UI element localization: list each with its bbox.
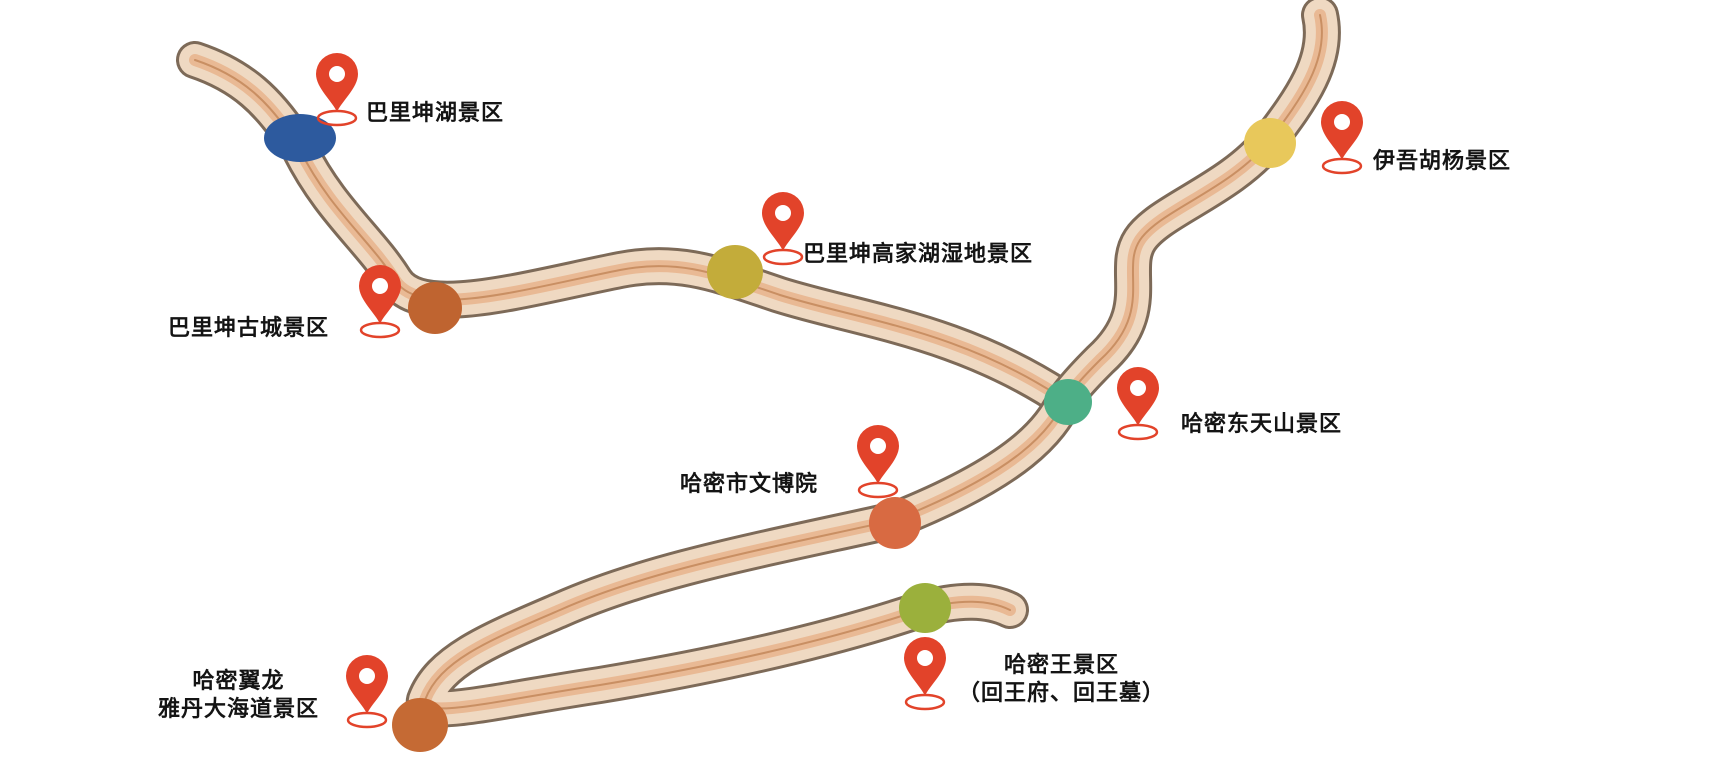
label-hami-museum: 哈密市文博院 (680, 472, 819, 497)
location-dot-yiwu-poplar[interactable] (1244, 118, 1296, 168)
map-pin-icon[interactable] (1321, 101, 1363, 175)
marker-hami-king[interactable] (899, 583, 951, 711)
marker-balikun-gaojia-wetland[interactable] (707, 192, 804, 299)
location-dot-balikun-lake[interactable] (264, 114, 336, 162)
marker-yiwu-poplar[interactable] (1244, 101, 1363, 175)
marker-balikun-lake[interactable] (264, 53, 358, 162)
location-dot-hami-yardang[interactable] (392, 698, 448, 752)
label-yiwu-poplar: 伊吾胡杨景区 (1373, 149, 1512, 174)
map-pin-icon[interactable] (359, 265, 401, 339)
marker-balikun-old-city[interactable] (359, 265, 462, 339)
label-balikun-old-city: 巴里坤古城景区 (168, 316, 330, 341)
location-dot-balikun-gaojia-wetland[interactable] (707, 245, 763, 299)
marker-hami-museum[interactable] (857, 425, 921, 549)
location-dot-hami-king[interactable] (899, 583, 951, 633)
location-dot-balikun-old-city[interactable] (408, 282, 462, 334)
label-balikun-lake: 巴里坤湖景区 (366, 101, 505, 126)
markers-layer (264, 53, 1363, 752)
label-hami-yardang: 哈密翼龙 雅丹大海道景区 (158, 669, 320, 722)
map-pin-icon[interactable] (1117, 367, 1159, 441)
location-dot-hami-east-tianshan[interactable] (1044, 379, 1092, 425)
marker-hami-east-tianshan[interactable] (1044, 367, 1159, 441)
road-north-branch (1046, 0, 1341, 419)
road-network (176, 0, 1341, 728)
map-pin-icon[interactable] (857, 425, 899, 499)
label-hami-king: 哈密王景区 （回王府、回王墓） (958, 653, 1166, 706)
map-pin-icon[interactable] (316, 53, 358, 127)
location-dot-hami-museum[interactable] (869, 497, 921, 549)
label-balikun-gaojia-wetland: 巴里坤高家湖湿地景区 (803, 242, 1034, 267)
map-pin-icon[interactable] (904, 637, 946, 711)
label-hami-east-tianshan: 哈密东天山景区 (1181, 412, 1343, 437)
road-west-branch (176, 41, 1084, 419)
map-pin-icon[interactable] (762, 192, 804, 266)
map-pin-icon[interactable] (346, 655, 388, 729)
marker-hami-yardang[interactable] (346, 655, 448, 752)
